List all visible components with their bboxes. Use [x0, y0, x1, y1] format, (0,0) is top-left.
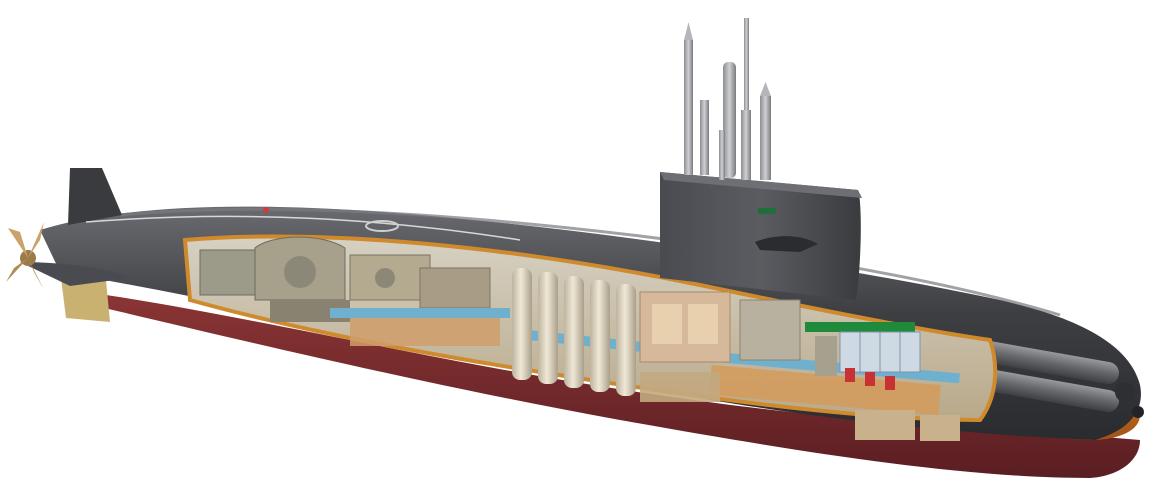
sail-planes	[755, 236, 818, 252]
torpedo-tubes	[961, 338, 1144, 418]
sail	[660, 172, 861, 300]
sail-green-light	[758, 208, 776, 214]
lower-machinery	[640, 372, 960, 441]
deck-marker	[263, 207, 269, 213]
deck-antenna-wire	[85, 215, 521, 241]
sail-top	[660, 172, 862, 198]
stern-fins	[20, 168, 130, 322]
vertical-tanks	[512, 268, 636, 396]
control-room	[639, 291, 801, 363]
propeller	[6, 222, 44, 290]
forward-compartment	[805, 322, 921, 390]
engine-room	[199, 236, 491, 322]
deck-highlight	[119, 207, 1061, 317]
masts	[684, 18, 771, 180]
deck-hatch	[365, 220, 399, 232]
